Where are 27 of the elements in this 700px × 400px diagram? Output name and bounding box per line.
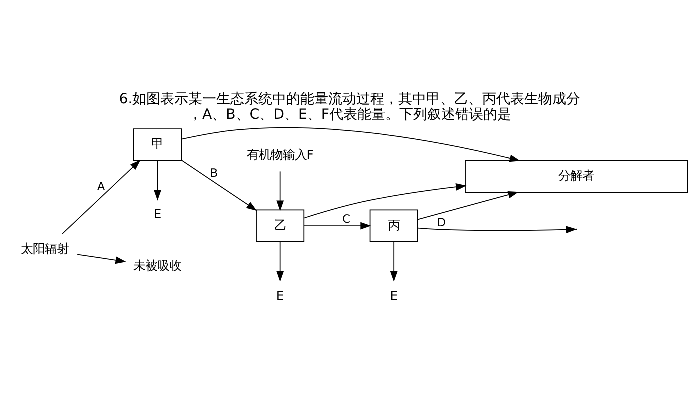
node-box: 乙 (256, 209, 305, 242)
edge-label: D (437, 214, 446, 229)
node-box: 分解者 (465, 160, 688, 192)
arrow (418, 226, 578, 234)
node-text: E (390, 288, 398, 302)
arrow (62, 160, 141, 234)
diagram-title: 6.如图表示某一生态系统中的能量流动过程，其中甲、乙、丙代表生物成分，A、B、C、D、E、F代表能量。下列叙述错误的是 (119, 90, 581, 123)
arrow (181, 159, 258, 211)
node-text: 未被吸收 (134, 258, 182, 272)
node-text: E (276, 288, 284, 302)
edge-label: A (97, 178, 106, 193)
arrow (181, 126, 520, 162)
node-text: 太阳辐射 (20, 242, 69, 256)
node-text: 有机物输入F (246, 147, 314, 162)
arrow (77, 254, 126, 264)
node-box: 甲 (134, 128, 182, 161)
arrow (390, 241, 398, 282)
arrow (276, 241, 284, 282)
arrow (154, 160, 162, 200)
edge-label: C (342, 211, 350, 226)
arrow (418, 190, 519, 220)
arrow (304, 222, 372, 230)
arrow (276, 170, 284, 211)
edge-label: B (210, 166, 218, 180)
node-box: 丙 (370, 209, 418, 242)
arrow (304, 182, 467, 218)
node-text: E (154, 207, 162, 222)
